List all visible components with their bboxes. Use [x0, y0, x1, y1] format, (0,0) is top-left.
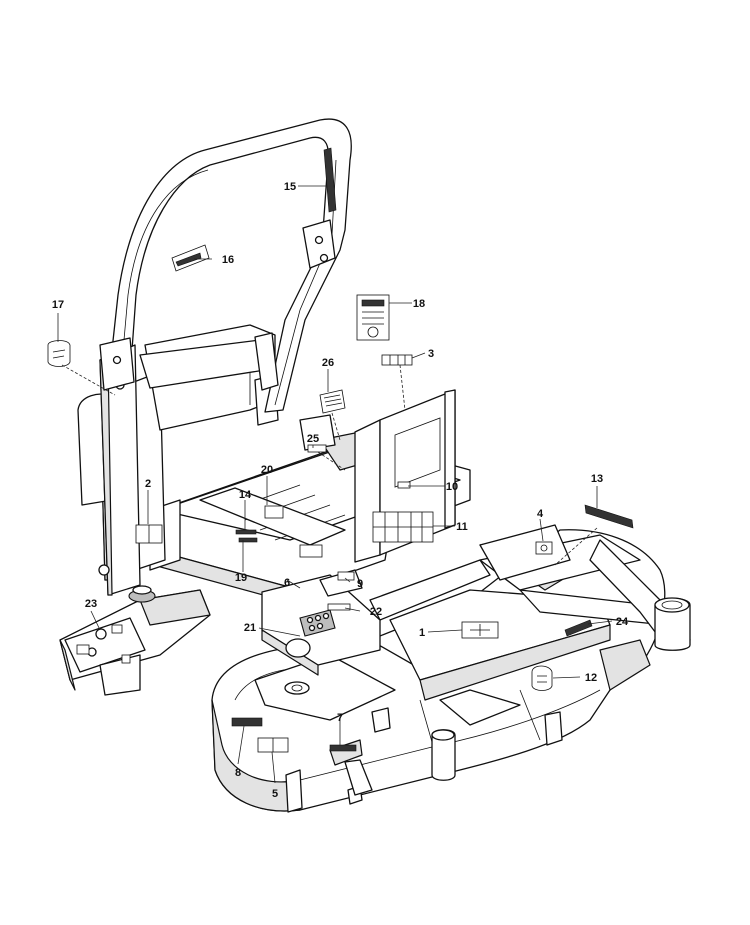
callout-11: 11 — [456, 521, 468, 533]
decals — [47, 147, 634, 753]
callout-25: 25 — [307, 433, 319, 445]
callout-22: 22 — [370, 606, 382, 618]
callout-7: 7 — [337, 712, 343, 724]
callout-16: 16 — [222, 254, 234, 266]
callout-13: 13 — [591, 473, 603, 485]
callout-3: 3 — [428, 348, 434, 360]
callout-19: 19 — [235, 572, 247, 584]
callout-15: 15 — [284, 181, 296, 193]
callout-12: 12 — [585, 672, 597, 684]
callout-18: 18 — [413, 298, 425, 310]
callout-labels: 1 2 3 4 5 6 7 8 9 10 11 12 13 14 15 16 1… — [52, 181, 629, 800]
callout-4: 4 — [537, 508, 544, 520]
callout-9: 9 — [357, 578, 363, 590]
callout-23: 23 — [85, 598, 97, 610]
callout-24: 24 — [616, 616, 629, 628]
callout-6: 6 — [284, 577, 290, 589]
callout-5: 5 — [272, 788, 278, 800]
callout-21: 21 — [244, 622, 256, 634]
callout-17: 17 — [52, 299, 64, 311]
callout-1: 1 — [419, 627, 425, 639]
callout-14: 14 — [239, 489, 252, 501]
callout-8: 8 — [235, 767, 241, 779]
callout-26: 26 — [322, 357, 334, 369]
callout-20: 20 — [261, 464, 273, 476]
callout-2: 2 — [145, 478, 151, 490]
callout-10: 10 — [446, 481, 458, 493]
leader-lines — [57, 185, 613, 784]
hydro-control-pod — [59, 585, 211, 696]
